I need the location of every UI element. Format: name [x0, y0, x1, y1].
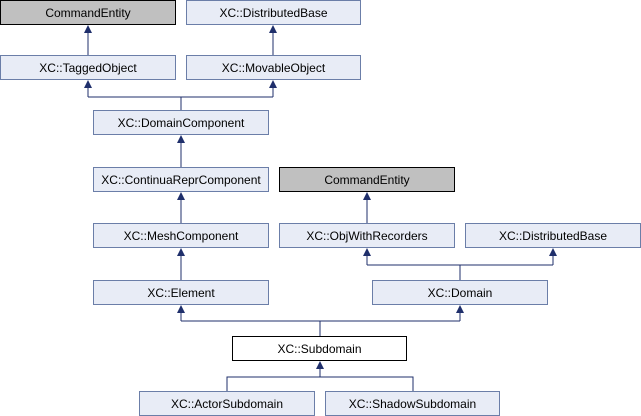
class-label: CommandEntity [324, 172, 410, 187]
class-node-distributedbase-top[interactable]: XC::DistributedBase [186, 0, 361, 25]
class-label: XC::DistributedBase [219, 5, 328, 20]
class-label: XC::ShadowSubdomain [348, 396, 477, 411]
class-node-taggedobject[interactable]: XC::TaggedObject [0, 55, 176, 80]
class-label: XC::ActorSubdomain [170, 396, 284, 411]
class-label: XC::Subdomain [277, 341, 362, 356]
class-label: XC::MeshComponent [123, 228, 239, 243]
class-label: XC::MovableObject [221, 60, 326, 75]
class-label: XC::DistributedBase [498, 228, 608, 243]
class-node-shadowsubdomain[interactable]: XC::ShadowSubdomain [325, 391, 500, 416]
class-node-distributedbase-mid[interactable]: XC::DistributedBase [465, 223, 641, 248]
class-node-commandentity-top: CommandEntity [0, 0, 176, 25]
class-label: CommandEntity [45, 5, 131, 20]
class-label: XC::Domain [427, 285, 493, 300]
class-node-objwithrecorders[interactable]: XC::ObjWithRecorders [279, 223, 455, 248]
class-node-commandentity-mid: CommandEntity [279, 167, 455, 192]
class-label: XC::ContinuaReprComponent [101, 172, 261, 187]
class-label: XC::TaggedObject [39, 60, 137, 75]
class-node-actorsubdomain[interactable]: XC::ActorSubdomain [139, 391, 315, 416]
class-label: XC::Element [147, 285, 215, 300]
class-node-subdomain-current: XC::Subdomain [232, 336, 407, 361]
edge-children-bar [226, 376, 414, 391]
class-node-continuareprcomponent[interactable]: XC::ContinuaReprComponent [93, 167, 269, 192]
class-label: XC::ObjWithRecorders [306, 228, 428, 243]
class-node-meshcomponent[interactable]: XC::MeshComponent [93, 223, 269, 248]
class-node-element[interactable]: XC::Element [93, 280, 269, 305]
class-label: XC::DomainComponent [117, 115, 245, 130]
class-node-movableobject[interactable]: XC::MovableObject [186, 55, 361, 80]
class-node-domaincomponent[interactable]: XC::DomainComponent [93, 110, 269, 135]
class-node-domain[interactable]: XC::Domain [372, 280, 548, 305]
